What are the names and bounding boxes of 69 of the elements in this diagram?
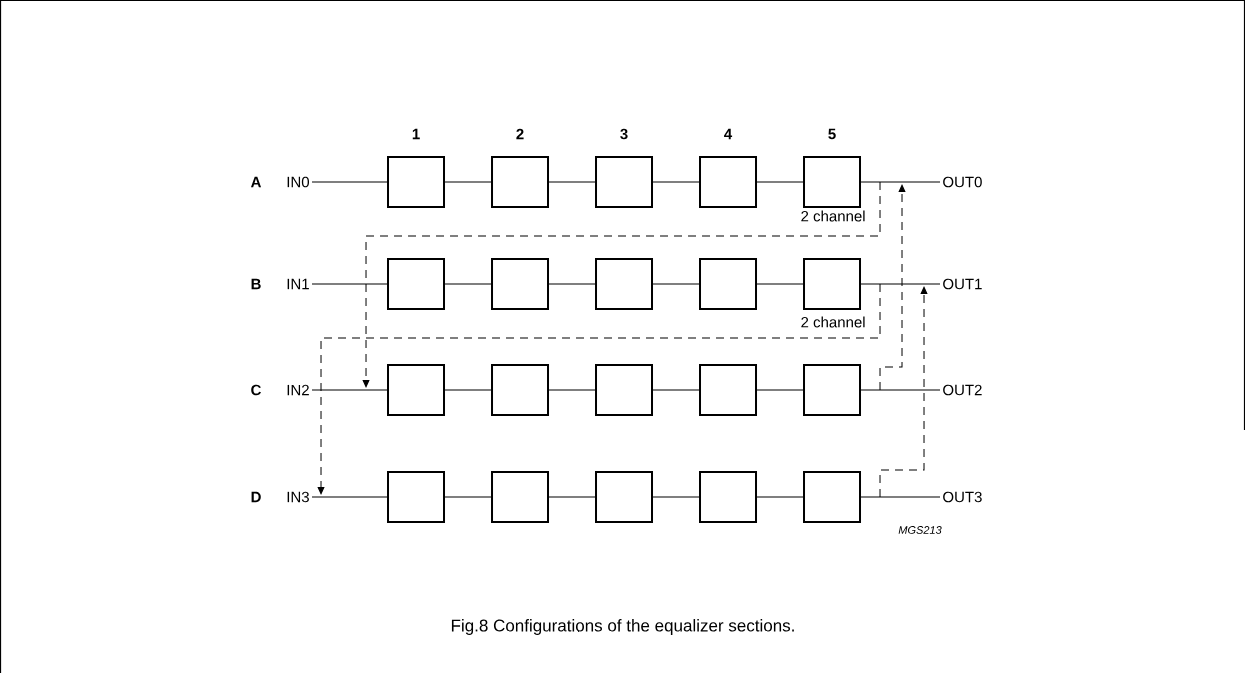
terminal-label: IN3 bbox=[287, 491, 309, 503]
signal-line bbox=[860, 283, 941, 285]
column-number: 1 bbox=[412, 128, 420, 140]
row-letter: C bbox=[251, 384, 261, 396]
section-box bbox=[387, 364, 445, 416]
channel-note: 2 channel bbox=[801, 210, 865, 222]
signal-line bbox=[548, 283, 596, 285]
channel-note: 2 channel bbox=[801, 316, 865, 328]
signal-line bbox=[548, 496, 596, 498]
terminal-label: OUT3 bbox=[943, 491, 982, 503]
signal-line bbox=[548, 389, 596, 391]
dashed-arrow bbox=[362, 181, 881, 388]
signal-line bbox=[444, 283, 492, 285]
column-number: 3 bbox=[620, 128, 628, 140]
terminal-label: OUT1 bbox=[943, 278, 982, 290]
terminal-label: IN2 bbox=[287, 384, 309, 396]
column-number: 5 bbox=[828, 128, 836, 140]
signal-line bbox=[756, 181, 804, 183]
terminal-label: OUT2 bbox=[943, 384, 982, 396]
section-box bbox=[491, 156, 549, 208]
signal-line bbox=[444, 181, 492, 183]
section-box bbox=[595, 471, 653, 523]
section-box bbox=[387, 258, 445, 310]
section-box bbox=[803, 156, 861, 208]
signal-line bbox=[311, 283, 388, 285]
signal-line bbox=[444, 389, 492, 391]
section-box bbox=[491, 471, 549, 523]
section-box bbox=[595, 364, 653, 416]
section-box bbox=[699, 364, 757, 416]
row-letter: A bbox=[250, 176, 262, 188]
terminal-label: IN1 bbox=[287, 278, 309, 290]
section-box bbox=[595, 156, 653, 208]
signal-line bbox=[860, 496, 941, 498]
section-box bbox=[491, 258, 549, 310]
row-letter: B bbox=[251, 278, 261, 290]
row-letter: D bbox=[251, 491, 261, 503]
signal-line bbox=[756, 283, 804, 285]
column-number: 2 bbox=[516, 128, 524, 140]
section-box bbox=[595, 258, 653, 310]
signal-line bbox=[652, 181, 700, 183]
section-box bbox=[699, 471, 757, 523]
section-box bbox=[803, 364, 861, 416]
terminal-label: OUT0 bbox=[943, 176, 982, 188]
dashed-arrow bbox=[879, 184, 906, 391]
section-box bbox=[699, 156, 757, 208]
signal-line bbox=[652, 283, 700, 285]
signal-line bbox=[311, 496, 388, 498]
signal-line bbox=[860, 389, 941, 391]
dashed-arrow bbox=[879, 286, 928, 498]
dashed-arrow bbox=[317, 283, 881, 495]
figure-code: MGS213 bbox=[898, 526, 942, 534]
signal-line bbox=[311, 389, 388, 391]
section-box bbox=[387, 156, 445, 208]
signal-line bbox=[311, 181, 388, 183]
signal-line bbox=[652, 389, 700, 391]
section-box bbox=[387, 471, 445, 523]
terminal-label: IN0 bbox=[287, 176, 309, 188]
signal-line bbox=[756, 389, 804, 391]
section-box bbox=[491, 364, 549, 416]
column-number: 4 bbox=[724, 128, 733, 140]
section-box bbox=[803, 258, 861, 310]
signal-line bbox=[860, 181, 941, 183]
signal-line bbox=[756, 496, 804, 498]
section-box bbox=[803, 471, 861, 523]
section-box bbox=[699, 258, 757, 310]
caption: Fig.8 Configurations of the equalizer sections. bbox=[451, 619, 794, 635]
signal-line bbox=[444, 496, 492, 498]
signal-line bbox=[548, 181, 596, 183]
signal-line bbox=[652, 496, 700, 498]
